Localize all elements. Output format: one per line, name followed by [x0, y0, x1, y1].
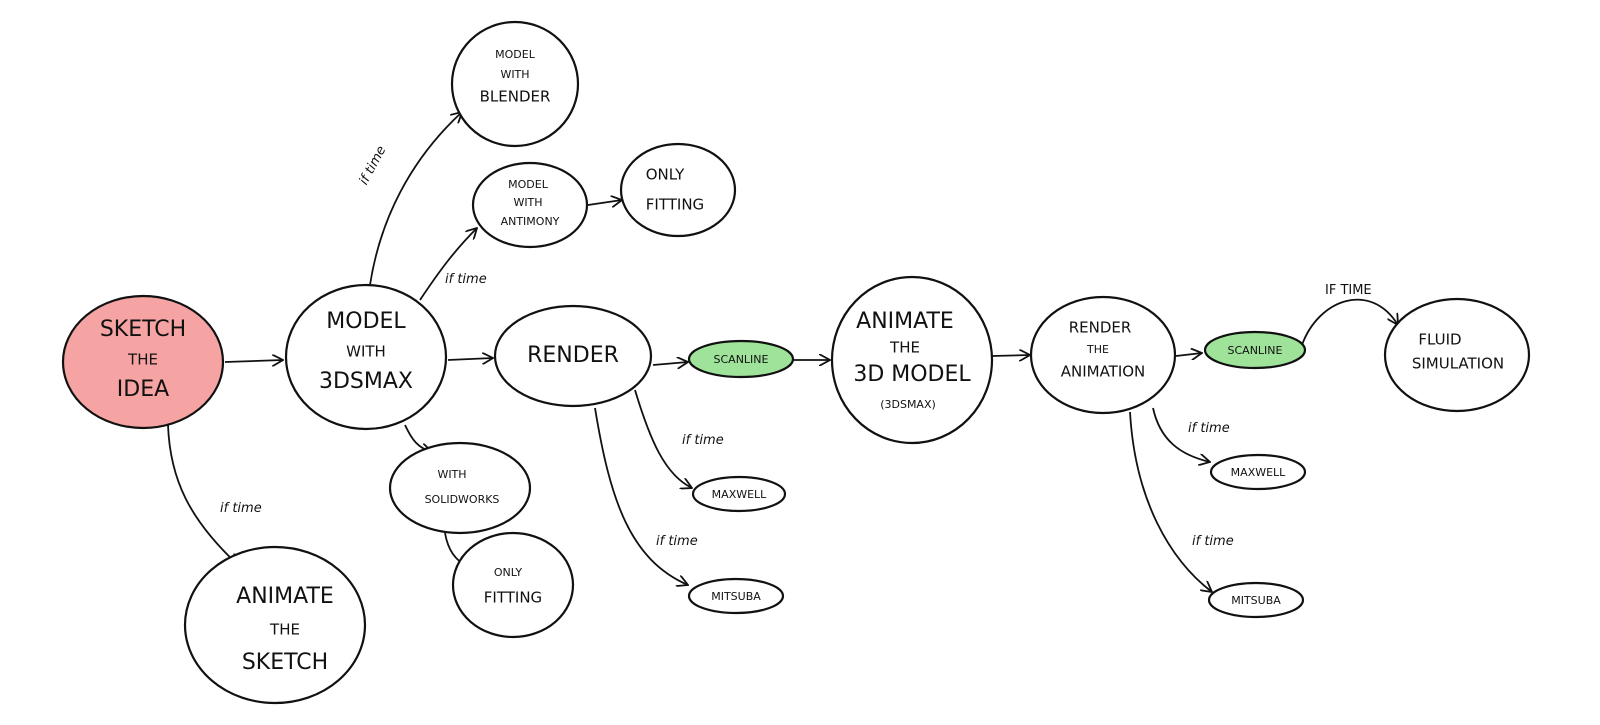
node-label: 3DSMAX: [319, 369, 413, 394]
node-label: BLENDER: [480, 88, 551, 106]
node-shape: [691, 475, 787, 513]
label-if-time-mitsuba-1: if time: [656, 534, 698, 549]
node-animate-sketch: ANIMATE THE SKETCH: [183, 545, 367, 705]
node-maxwell-1: MAXWELL: [691, 475, 787, 513]
edge-render-to-mitsuba: [594, 407, 688, 585]
node-label: MITSUBA: [1231, 594, 1281, 607]
node-shape: [1209, 453, 1307, 491]
node-label: ANIMATION: [1061, 363, 1146, 381]
node-model-3dsmax: MODEL WITH 3DSMAX: [284, 283, 448, 431]
node-label: (3DSMAX): [880, 398, 936, 411]
node-label: SCANLINE: [1228, 344, 1283, 357]
node-model-blender: MODEL WITH BLENDER: [450, 20, 580, 148]
node-with-solidworks: WITH SOLIDWORKS: [388, 441, 532, 535]
node-label: 3D MODEL: [853, 362, 971, 387]
edge-render-to-scanline: [652, 362, 688, 365]
node-shape: [61, 294, 225, 430]
edges: [167, 112, 1398, 592]
node-label: MAXWELL: [712, 488, 768, 501]
node-label: ONLY: [646, 166, 685, 184]
node-maxwell-2: MAXWELL: [1209, 453, 1307, 491]
edge-animate-to-render-animation: [991, 355, 1030, 356]
node-label: THE: [1086, 343, 1109, 356]
node-label: ANTIMONY: [501, 215, 560, 228]
node-label: MODEL: [495, 48, 536, 61]
node-shape: [1207, 581, 1305, 619]
label-if-time-maxwell-1: if time: [682, 433, 724, 448]
node-label: MODEL: [508, 178, 549, 191]
edge-model-to-render: [447, 358, 493, 360]
node-label: SOLIDWORKS: [425, 493, 500, 506]
node-only-fitting-1: ONLY FITTING: [619, 142, 737, 238]
node-shape: [450, 20, 580, 148]
edge-render-animation-to-mitsuba: [1129, 411, 1212, 592]
node-label: MAXWELL: [1231, 466, 1287, 479]
node-shape: [619, 142, 737, 238]
node-scanline-1: SCANLINE: [687, 339, 795, 379]
label-if-time-fluid: IF TIME: [1325, 283, 1372, 298]
edge-model-to-blender: [369, 112, 462, 286]
node-label: SKETCH: [100, 317, 186, 342]
node-label: WITH: [513, 196, 542, 209]
node-label: FITTING: [646, 196, 704, 214]
node-label: MODEL: [326, 309, 406, 334]
node-label: ONLY: [494, 566, 523, 579]
node-shape: [471, 161, 589, 249]
edge-model-to-antimony: [419, 228, 477, 301]
node-mitsuba-1: MITSUBA: [687, 577, 785, 615]
node-scanline-2: SCANLINE: [1203, 330, 1307, 370]
edge-antimony-to-fitting: [587, 200, 622, 205]
label-if-time-blender: if time: [357, 144, 390, 188]
node-label: WITH: [500, 68, 529, 81]
edge-render-animation-to-maxwell: [1152, 407, 1210, 462]
edge-scanline-to-fluid: [1301, 298, 1398, 346]
edge-render-to-maxwell: [634, 389, 692, 488]
node-label: SCANLINE: [714, 353, 769, 366]
label-if-time-sketch: if time: [220, 501, 262, 516]
edge-render-animation-to-scanline: [1175, 353, 1202, 356]
node-label: FITTING: [484, 589, 542, 607]
node-label: RENDER: [527, 343, 619, 368]
node-render-animation: RENDER THE ANIMATION: [1029, 295, 1177, 415]
node-shape: [687, 339, 795, 379]
label-if-time-mitsuba-2: if time: [1192, 534, 1234, 549]
node-label: THE: [269, 621, 300, 639]
node-fluid-simulation: FLUID SIMULATION: [1383, 297, 1531, 413]
node-shape: [1029, 295, 1177, 415]
label-if-time-antimony: if time: [445, 272, 487, 287]
node-shape: [1203, 330, 1307, 370]
node-label: WITH: [437, 468, 466, 481]
node-label: WITH: [346, 343, 386, 361]
node-shape: [687, 577, 785, 615]
node-shape: [284, 283, 448, 431]
node-only-fitting-2: ONLY FITTING: [451, 531, 575, 639]
node-label: SKETCH: [242, 650, 328, 675]
edge-sketch-to-model: [224, 360, 283, 362]
node-label: ANIMATE: [856, 309, 954, 334]
node-label: IDEA: [117, 377, 169, 402]
node-label: FLUID: [1418, 331, 1461, 349]
node-shape: [388, 441, 532, 535]
node-mitsuba-2: MITSUBA: [1207, 581, 1305, 619]
node-shape: [1383, 297, 1531, 413]
node-label: SIMULATION: [1412, 355, 1504, 373]
node-label: MITSUBA: [711, 590, 761, 603]
node-shape: [183, 545, 367, 705]
node-model-antimony: MODEL WITH ANTIMONY: [471, 161, 589, 249]
edge-sketch-to-animate-sketch: [167, 424, 238, 565]
node-animate-3d-model: ANIMATE THE 3D MODEL (3DSMAX): [830, 275, 994, 445]
node-label: ANIMATE: [236, 584, 334, 609]
node-shape: [451, 531, 575, 639]
node-shape: [830, 275, 994, 445]
node-label: THE: [127, 351, 158, 369]
node-label: RENDER: [1069, 319, 1132, 337]
node-render: RENDER: [493, 304, 653, 408]
label-if-time-maxwell-2: if time: [1188, 421, 1230, 436]
node-sketch-idea: SKETCH THE IDEA: [61, 294, 225, 430]
node-shape: [493, 304, 653, 408]
node-label: THE: [889, 339, 920, 357]
